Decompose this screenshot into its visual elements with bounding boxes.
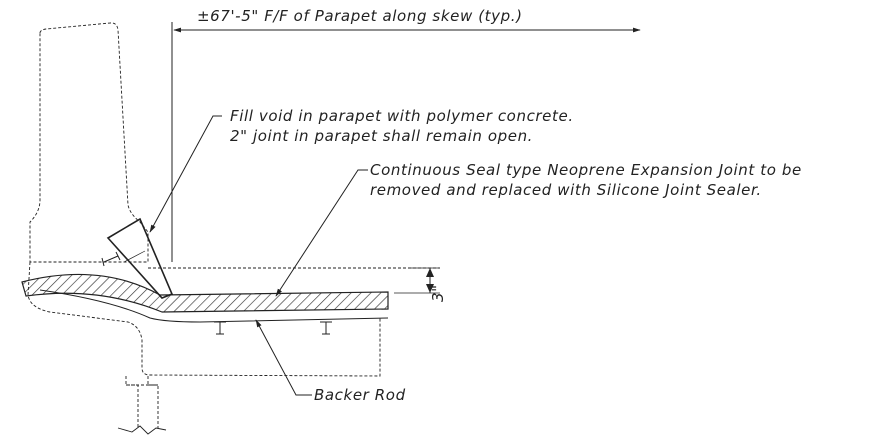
insert-centerline (123, 250, 146, 263)
seal-leader (275, 169, 368, 297)
dimension-right-label: 3" (429, 284, 447, 302)
parapet-outline (29, 22, 149, 263)
parapet-base (27, 261, 381, 377)
backer-rod-curve (39, 289, 389, 323)
dimension-right-arrow-bottom (426, 284, 434, 293)
seal-label-line2: removed and replaced with Silicone Joint… (370, 181, 762, 199)
dimension-top-label: ±67'-5" F/F of Parapet along skew (typ.) (197, 7, 523, 25)
anchor-bolt-left (101, 251, 121, 267)
sealant-joint (21, 273, 389, 313)
backer-rod-label: Backer Rod (314, 386, 406, 404)
parapet-void-insert (106, 217, 174, 299)
fill-void-leader (149, 115, 222, 233)
girder-break (117, 425, 167, 435)
backer-rod-leader (255, 319, 312, 396)
anchor-bolt-middle (214, 321, 226, 335)
dimension-right-arrow-top (426, 268, 434, 277)
fill-void-label-line2: 2" joint in parapet shall remain open. (230, 127, 533, 145)
anchor-bolt-right (320, 321, 332, 335)
girder-web (125, 376, 159, 428)
seal-label-line1: Continuous Seal type Neoprene Expansion … (370, 161, 802, 179)
fill-void-label-line1: Fill void in parapet with polymer concre… (230, 107, 574, 125)
